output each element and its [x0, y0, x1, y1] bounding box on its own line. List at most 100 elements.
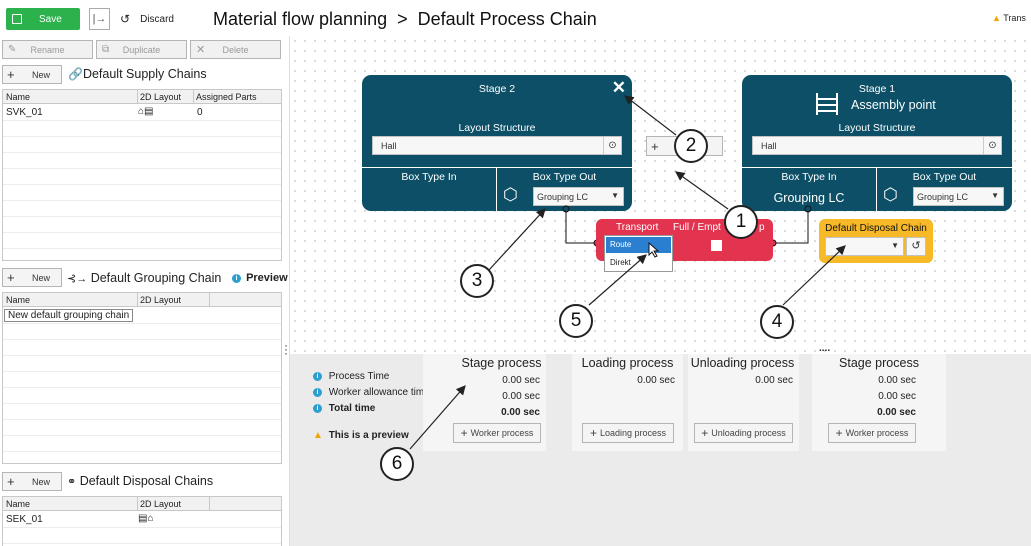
new-label: New [31, 476, 50, 487]
supply-chains-title: 🔗Default Supply Chains [68, 67, 207, 81]
close-icon: ✕ [196, 44, 206, 56]
col-name[interactable]: Name [6, 499, 31, 509]
plus-icon: + [7, 474, 15, 489]
stat-process-time: 0.00 sec [878, 375, 916, 386]
plus-icon: + [651, 138, 659, 154]
delete-button[interactable]: ✕ Delete [190, 40, 281, 59]
stat-process-time: 0.00 sec [637, 375, 675, 386]
transport-mode-dropdown[interactable]: Route Direkt [604, 235, 673, 272]
full-empty-checkbox[interactable] [711, 240, 722, 251]
callout-3: 3 [460, 264, 494, 298]
grouping-icon: ⊰→ [67, 273, 88, 285]
box-type-out-select[interactable]: Grouping LC ▼ [533, 187, 624, 206]
close-icon[interactable]: ✕ [611, 78, 626, 97]
chevron-down-icon: ▼ [891, 241, 899, 250]
layout-structure-label: Layout Structure [458, 122, 536, 134]
undo-icon: ↺ [120, 12, 131, 26]
box-type-in-value: Grouping LC [773, 191, 845, 205]
callout-5: 5 [559, 304, 593, 338]
info-icon: i [313, 403, 322, 413]
col-2d-layout[interactable]: 2D Layout [140, 499, 182, 509]
more-dots: .... [819, 343, 831, 354]
chevron-down-icon: ▼ [991, 191, 999, 200]
col-name[interactable]: Name [6, 295, 31, 305]
panel-resize-handle[interactable]: ··· [284, 338, 288, 360]
unloading-process-button[interactable]: +Unloading process [694, 423, 793, 443]
rename-label: Rename [30, 44, 65, 55]
box-icon: ⬡ [883, 185, 898, 204]
breadcrumb-root: Material flow planning [213, 9, 388, 29]
warning-indicator[interactable]: ▲ Trans [992, 13, 1026, 23]
layout-icon: ⌂▤ [138, 106, 154, 117]
col-name[interactable]: Name [6, 92, 31, 102]
col-2d-layout[interactable]: 2D Layout [140, 92, 182, 102]
stat-title: Stage process [461, 356, 542, 370]
table-row[interactable]: SVK_01 ⌂▤ 0 [3, 105, 281, 120]
stat-title: Unloading process [690, 356, 795, 370]
table-row[interactable]: New default grouping chain [3, 308, 281, 323]
callout-1: 1 [724, 205, 758, 239]
disposal-chain-node[interactable]: Default Disposal Chain ▼ ↺ [819, 219, 933, 263]
reset-button[interactable]: ↺ [906, 237, 926, 256]
disposal-chains-table: Name 2D Layout SEK_01 ▤⌂ [2, 496, 282, 546]
box-type-out-select[interactable]: Grouping LC ▼ [913, 187, 1004, 206]
transport-title-3: p [759, 222, 765, 233]
plus-icon: + [7, 67, 15, 82]
stage-1-card[interactable]: Stage 1 Assembly point Layout Structure … [742, 75, 1012, 211]
row-name: SVK_01 [6, 107, 43, 118]
total-time-label: i Total time [313, 403, 375, 414]
col-2d-layout[interactable]: 2D Layout [140, 295, 182, 305]
hall-select[interactable]: Hall ⊙ [752, 136, 1002, 155]
box-type-out-label: Box Type Out [912, 171, 977, 183]
plus-icon: + [835, 426, 843, 440]
warning-icon: ▲ [992, 13, 1001, 23]
stat-process-time: 0.00 sec [755, 375, 793, 386]
new-label: New [31, 69, 50, 80]
new-grouping-chain-button[interactable]: + New [2, 268, 62, 287]
duplicate-button[interactable]: ⧉ Duplicate [96, 40, 187, 59]
stat-worker-allowance: 0.00 sec [878, 391, 916, 402]
layout-icon: ▤⌂ [138, 513, 154, 524]
save-button[interactable]: Save [6, 8, 80, 30]
grouping-chain-table: Name 2D Layout New default grouping chai… [2, 292, 282, 464]
stat-title: Loading process [581, 356, 674, 370]
disposal-chain-label: Default Disposal Chain [825, 223, 927, 234]
stage-title: Stage 2 [478, 83, 516, 95]
box-type-in-label: Box Type In [781, 171, 837, 183]
transport-title-2: Full / Empt [673, 222, 721, 233]
assembly-point-icon [816, 93, 838, 115]
stat-worker-allowance: 0.00 sec [502, 391, 540, 402]
plus-icon: + [7, 270, 15, 285]
warning-icon: ▲ [313, 430, 323, 441]
breadcrumb-current: Default Process Chain [417, 9, 597, 29]
disposal-chains-title: ⚭ Default Disposal Chains [67, 474, 214, 488]
table-row[interactable]: SEK_01 ▤⌂ [3, 512, 281, 527]
rename-button[interactable]: ✎ Rename [2, 40, 93, 59]
callout-4: 4 [760, 305, 794, 339]
loading-process-button[interactable]: +Loading process [582, 423, 674, 443]
worker-process-button[interactable]: +Worker process [453, 423, 541, 443]
table-header: Name 2D Layout Assigned Parts [3, 90, 281, 104]
target-icon: ⊙ [983, 137, 1001, 154]
left-panel-divider [289, 36, 290, 546]
col-assigned-parts[interactable]: Assigned Parts [196, 92, 257, 102]
preview-label: i Preview [232, 272, 288, 284]
stage-title: Stage 1 [858, 83, 896, 95]
grouping-chain-title: ⊰→ Default Grouping Chain [67, 271, 222, 285]
new-supply-chain-button[interactable]: + New [2, 65, 62, 84]
stat-total-time: 0.00 sec [501, 407, 540, 418]
breadcrumb-sep: > [397, 9, 408, 29]
preview-warning: ▲ This is a preview [313, 430, 409, 441]
discard-button[interactable]: ↺ Discard [120, 12, 174, 26]
row-parts: 0 [197, 107, 203, 118]
exit-button[interactable]: |→ [89, 8, 110, 30]
worker-process-button[interactable]: +Worker process [828, 423, 916, 443]
hall-select[interactable]: Hall ⊙ [372, 136, 622, 155]
stage-subtitle: Assembly point [851, 98, 936, 112]
stage-2-card[interactable]: Stage 2 ✕ Layout Structure Hall ⊙ Box Ty… [362, 75, 632, 211]
dropdown-option-direkt[interactable]: Direkt [610, 258, 631, 267]
pencil-icon: ✎ [8, 44, 17, 55]
copy-icon: ⧉ [102, 44, 110, 55]
new-disposal-chain-button[interactable]: + New [2, 472, 62, 491]
chevron-down-icon: ▼ [611, 191, 619, 200]
